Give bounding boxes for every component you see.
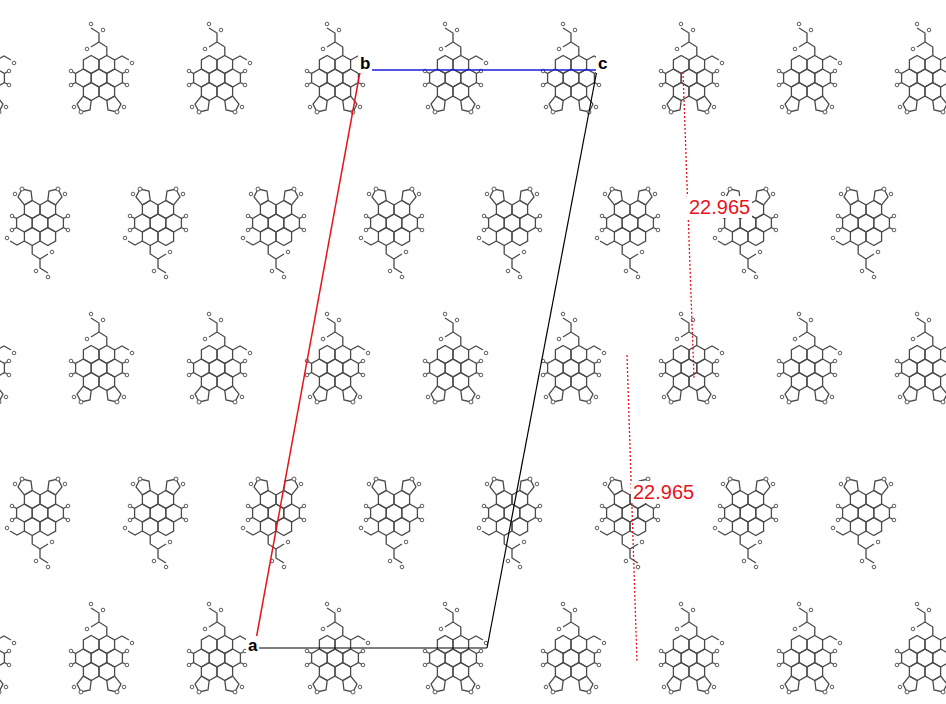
cell-edge [487,70,597,648]
axis-label: b [358,54,372,73]
axis-label: a [246,636,259,655]
distance-value: 22.965 [631,481,696,503]
c-axis [360,69,597,71]
distance-value: 22.965 [687,196,752,218]
a-axis [255,72,360,645]
cell-edge [255,647,487,648]
distance-line [627,355,637,662]
axis-label: c [596,54,609,73]
distance-line [683,72,694,378]
